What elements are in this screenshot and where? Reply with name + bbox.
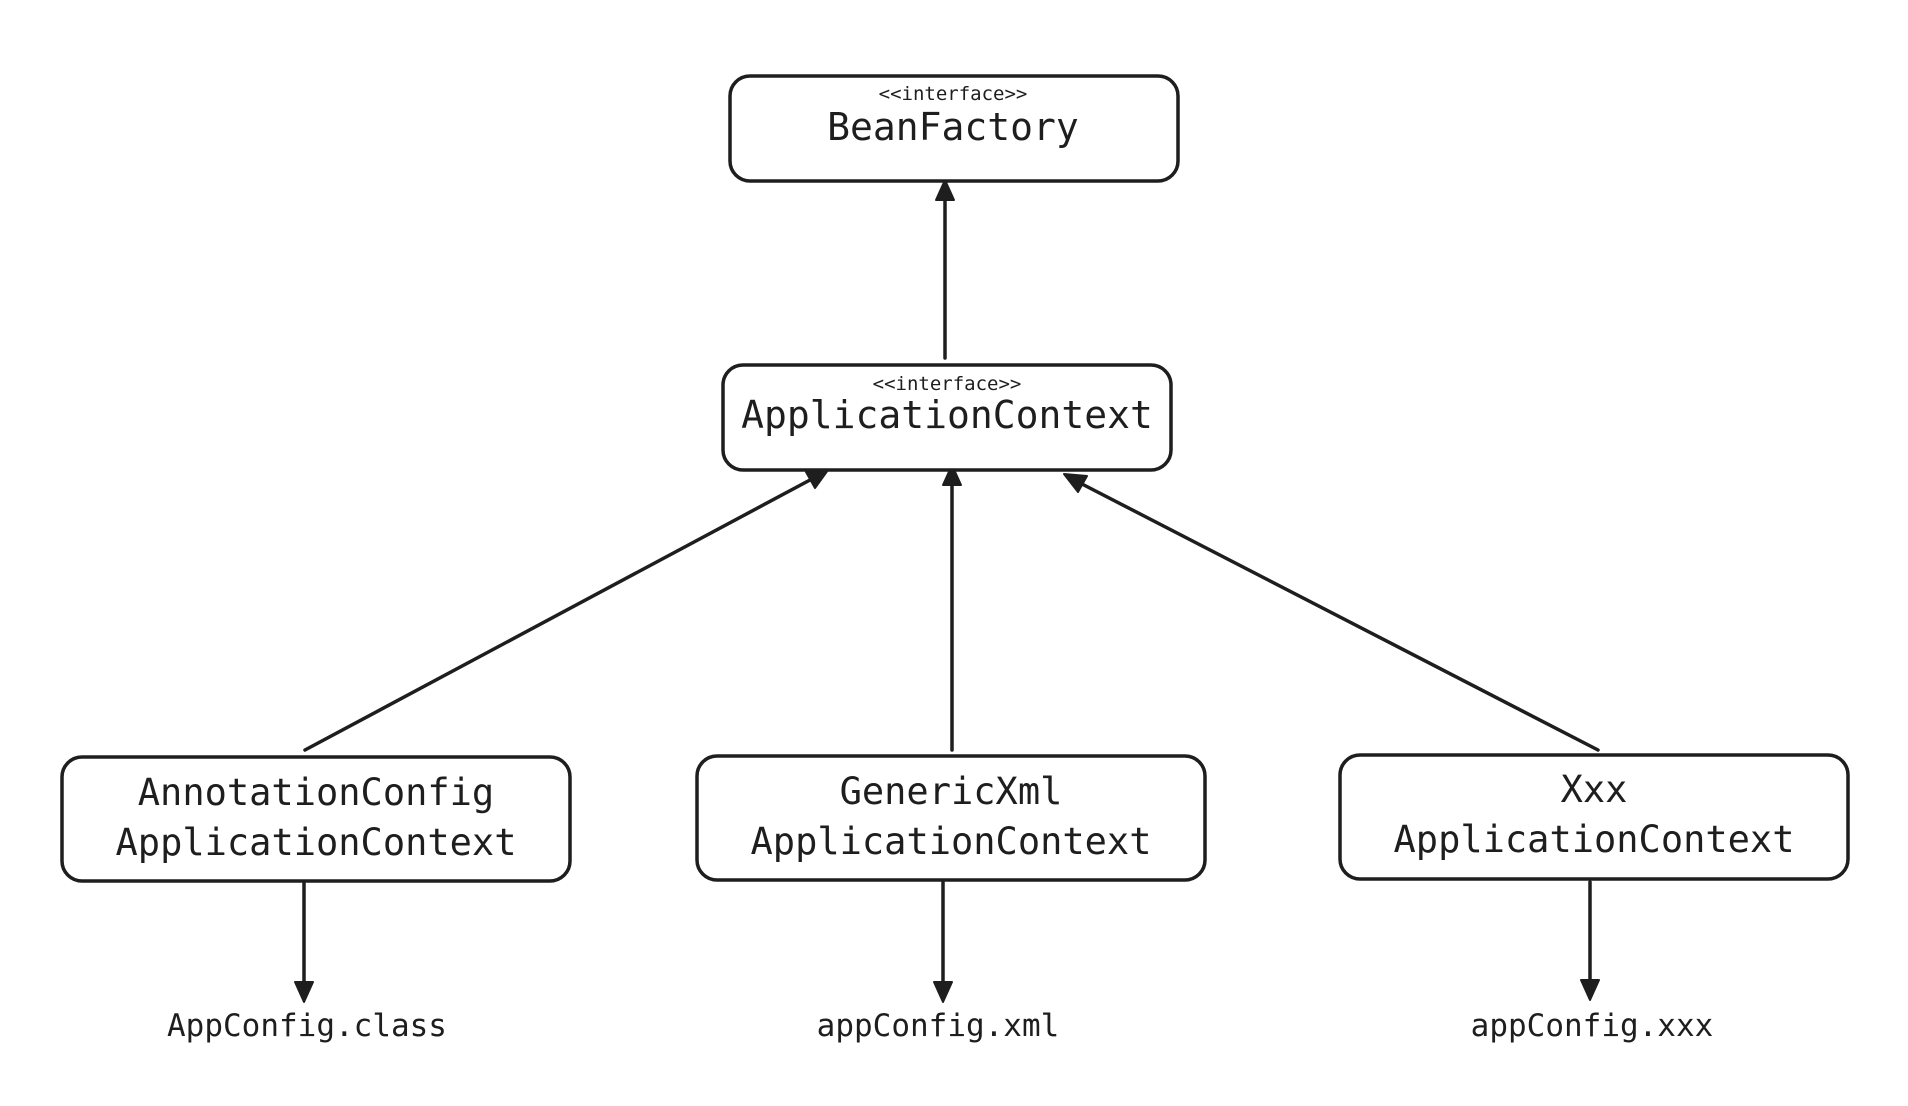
applicationcontext-title: ApplicationContext	[741, 393, 1153, 437]
node-annotationconfig-applicationcontext: AnnotationConfig ApplicationContext	[60, 755, 572, 883]
arrowhead-applicationcontext-right	[1063, 473, 1088, 493]
applicationcontext-stereotype: <<interface>>	[873, 373, 1022, 395]
node-xxx-applicationcontext: Xxx ApplicationContext	[1338, 753, 1850, 881]
node-xxx-box	[1338, 753, 1850, 881]
arrowhead-appconfig-xml	[933, 981, 953, 1003]
genericxml-line1: GenericXml	[840, 770, 1063, 813]
annotationconfig-line1: AnnotationConfig	[138, 771, 494, 814]
node-genericxml-box	[695, 754, 1207, 882]
node-applicationcontext-box	[721, 363, 1173, 472]
arrowhead-appconfig-class	[294, 981, 314, 1003]
arrowhead-applicationcontext-center	[942, 464, 962, 486]
annotationconfig-line2: ApplicationContext	[116, 821, 517, 864]
genericxml-line2: ApplicationContext	[751, 820, 1152, 863]
file-label-appconfig-xxx: appConfig.xxx	[1471, 1008, 1714, 1044]
node-annotationconfig-box	[60, 755, 572, 883]
arrowhead-appconfig-xxx	[1580, 979, 1600, 1001]
arrowhead-beanfactory	[935, 179, 955, 201]
node-beanfactory-box	[728, 74, 1180, 183]
beanfactory-stereotype: <<interface>>	[879, 83, 1028, 105]
node-beanfactory: <<interface>> BeanFactory	[728, 74, 1180, 183]
file-label-appconfig-class: AppConfig.class	[167, 1008, 447, 1044]
arrowhead-applicationcontext-left	[805, 469, 829, 489]
edge-annotationconfig-to-applicationcontext	[303, 478, 812, 752]
node-genericxml-applicationcontext: GenericXml ApplicationContext	[695, 754, 1207, 882]
xxx-line1: Xxx	[1561, 768, 1628, 811]
xxx-line2: ApplicationContext	[1394, 818, 1795, 861]
node-applicationcontext: <<interface>> ApplicationContext	[721, 363, 1173, 472]
file-labels: AppConfig.class appConfig.xml appConfig.…	[167, 1008, 1713, 1044]
file-label-appconfig-xml: appConfig.xml	[817, 1008, 1060, 1044]
beanfactory-title: BeanFactory	[827, 105, 1079, 149]
edge-xxx-to-applicationcontext	[1080, 482, 1600, 752]
